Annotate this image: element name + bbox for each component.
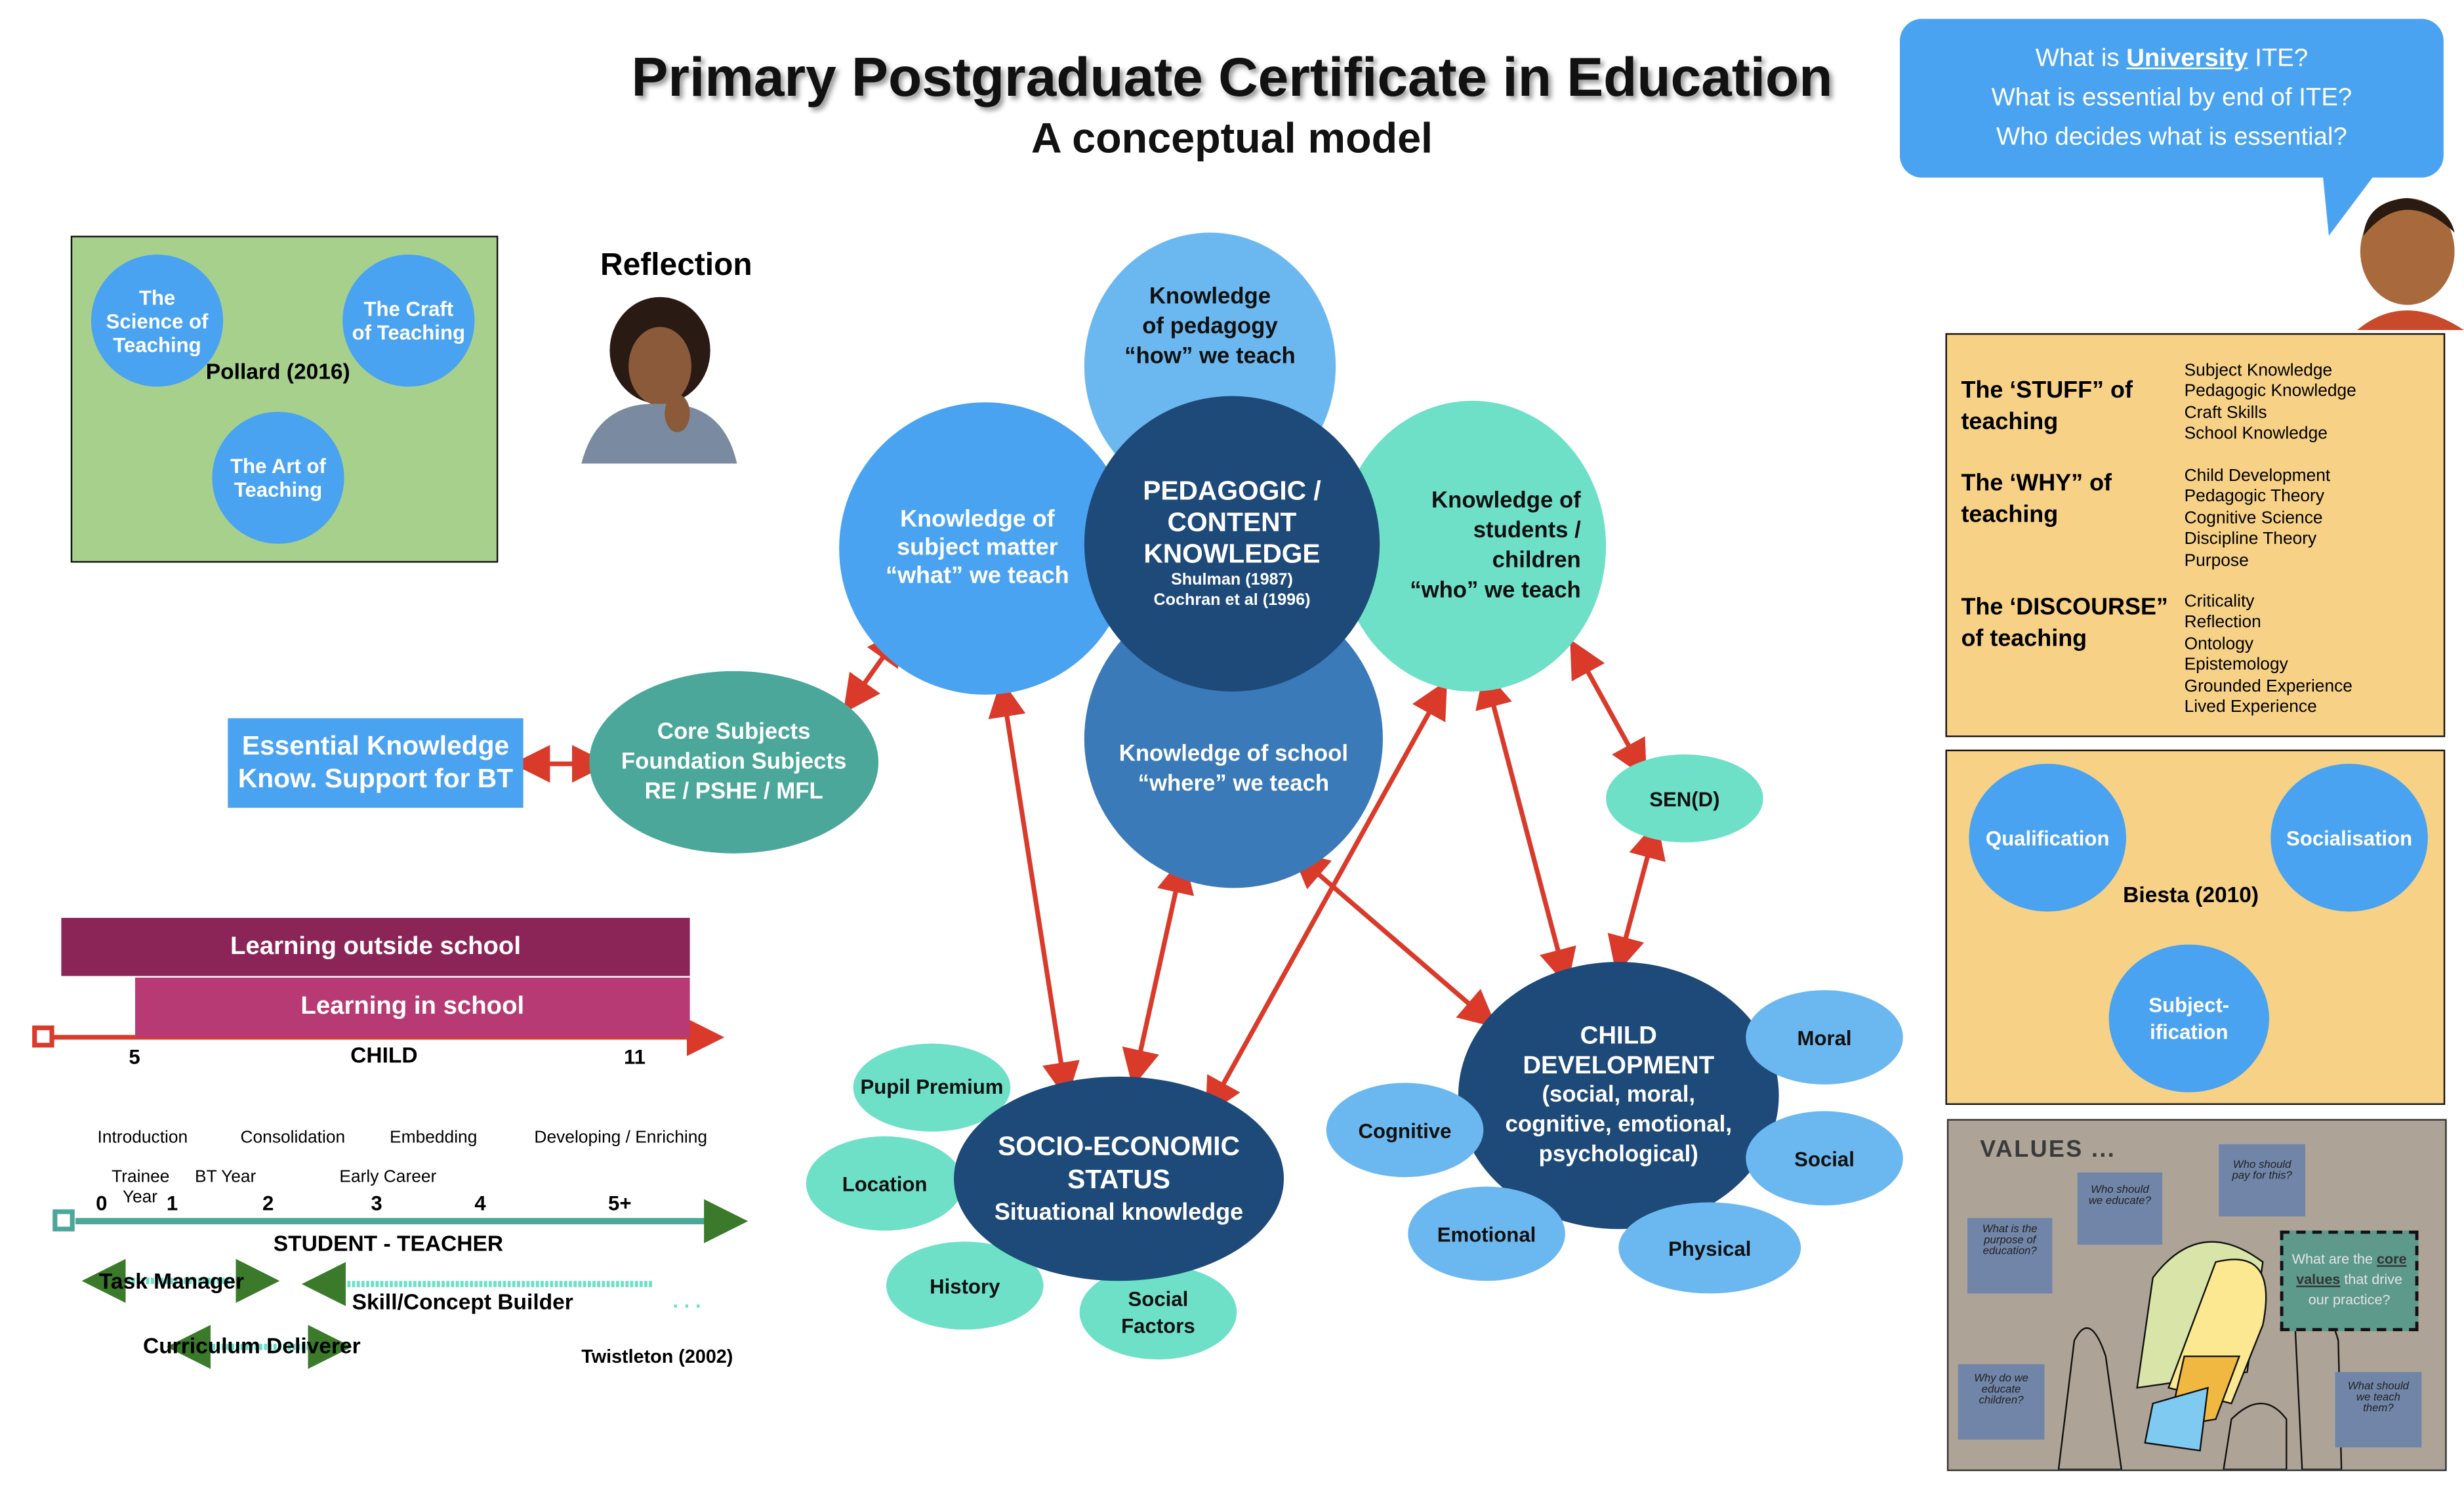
stage-label: BT Year xyxy=(195,1167,257,1187)
subjectification-circle: Subject-ification xyxy=(2108,944,2269,1092)
role-task-manager: Task Manager xyxy=(98,1268,245,1294)
what-teach-question: What should we teach them? xyxy=(2335,1372,2422,1448)
year-tick: 5+ xyxy=(608,1191,632,1215)
who-educate-question: Who should we educate? xyxy=(2077,1172,2163,1245)
learning-in-school-bar: Learning in school xyxy=(135,977,690,1037)
moral-ellipse: Moral xyxy=(1746,990,1903,1085)
location-ellipse: Location xyxy=(806,1136,964,1231)
double-arrow xyxy=(1475,669,1576,987)
social-factors-ellipse: Social Factors xyxy=(1079,1265,1237,1360)
essential-knowledge-label: Essential Knowledge xyxy=(241,730,510,761)
send-ellipse: SEN(D) xyxy=(1606,754,1763,842)
phase-label: Embedding xyxy=(390,1128,478,1148)
role-skill-builder: Skill/Concept Builder xyxy=(352,1289,573,1314)
bubble-emphasis: University xyxy=(2126,45,2248,73)
essential-knowledge-box: Essential Knowledge Know. Support for BT xyxy=(228,718,524,808)
biesta-citation: Biesta (2010) xyxy=(2123,881,2259,907)
continuation-ellipsis: . . . xyxy=(672,1289,701,1313)
axis-start-marker xyxy=(52,1209,75,1232)
discourse-heading: The ‘DISCOURSE”of teaching xyxy=(1961,594,2168,653)
social-ellipse: Social xyxy=(1746,1111,1903,1206)
core-values-question: What are the core values that drive our … xyxy=(2280,1230,2419,1331)
pupil-premium-ellipse: Pupil Premium xyxy=(853,1043,1011,1132)
phase-label: Introduction xyxy=(97,1128,188,1148)
year-tick: 1 xyxy=(166,1191,178,1215)
qualification-circle: Qualification xyxy=(1969,764,2126,912)
double-arrow xyxy=(1607,820,1666,974)
why-educate-question: Why do we educate children? xyxy=(1958,1364,2045,1440)
bubble-text: ITE? xyxy=(2248,45,2309,73)
socialisation-circle: Socialisation xyxy=(2270,764,2428,912)
double-arrow xyxy=(1570,639,1647,779)
child-axis-label: CHILD xyxy=(350,1042,418,1067)
cognitive-ellipse: Cognitive xyxy=(1326,1083,1484,1178)
double-arrow xyxy=(1122,855,1195,1088)
year-tick: 3 xyxy=(371,1191,382,1215)
pollard-citation: Pollard (2016) xyxy=(205,358,350,384)
thinking-child-photo xyxy=(2322,173,2464,331)
child-age-start: 5 xyxy=(129,1045,140,1069)
bubble-text: What is xyxy=(2035,45,2127,73)
question-bubble: What is University ITE? What is essentia… xyxy=(1900,18,2444,178)
stage-label: Early Career xyxy=(339,1167,437,1187)
child-age-end: 11 xyxy=(623,1045,646,1069)
reflection-label: Reflection xyxy=(600,248,752,283)
role-curriculum-deliverer: Curriculum Deliverer xyxy=(142,1333,361,1358)
purpose-question: What is the purpose of education? xyxy=(1967,1218,2053,1294)
phase-label: Developing / Enriching xyxy=(534,1128,708,1148)
year-tick: 0 xyxy=(96,1191,108,1215)
phase-label: Consolidation xyxy=(240,1128,346,1148)
craft-of-teaching-circle: The Craft of Teaching xyxy=(342,255,475,387)
learning-outside-school-bar: Learning outside school xyxy=(61,917,690,976)
physical-ellipse: Physical xyxy=(1618,1202,1801,1294)
science-of-teaching-circle: The Science of Teaching xyxy=(91,255,224,387)
year-tick: 2 xyxy=(262,1191,274,1215)
bubble-text: What is essential by end of ITE? xyxy=(1991,85,2352,112)
year-tick: 4 xyxy=(474,1191,486,1215)
emotional-ellipse: Emotional xyxy=(1408,1186,1565,1281)
double-arrow xyxy=(988,678,1080,1100)
art-of-teaching-circle: The Art of Teaching xyxy=(212,411,344,544)
values-image: VALUES ... What is the purpose of educat… xyxy=(1946,1119,2447,1472)
teaching-panel xyxy=(1945,333,2446,737)
student-teacher-axis-label: STUDENT - TEACHER xyxy=(273,1230,504,1256)
page-title: Primary Postgraduate Certificate in Educ… xyxy=(631,47,1833,109)
stage-label: Trainee xyxy=(112,1167,170,1187)
know-support-label: Know. Support for BT xyxy=(237,764,514,794)
page-subtitle: A conceptual model xyxy=(1031,114,1433,162)
double-arrow xyxy=(1290,850,1497,1028)
axis-start-marker xyxy=(32,1025,54,1048)
who-pay-question: Who should pay for this? xyxy=(2219,1144,2306,1217)
year-label: Year xyxy=(122,1188,158,1207)
reflecting-woman-photo xyxy=(581,297,737,464)
bubble-text: Who decides what is essential? xyxy=(1996,124,2347,151)
twistleton-citation: Twistleton (2002) xyxy=(581,1345,733,1367)
values-title: VALUES ... xyxy=(1980,1136,2116,1163)
